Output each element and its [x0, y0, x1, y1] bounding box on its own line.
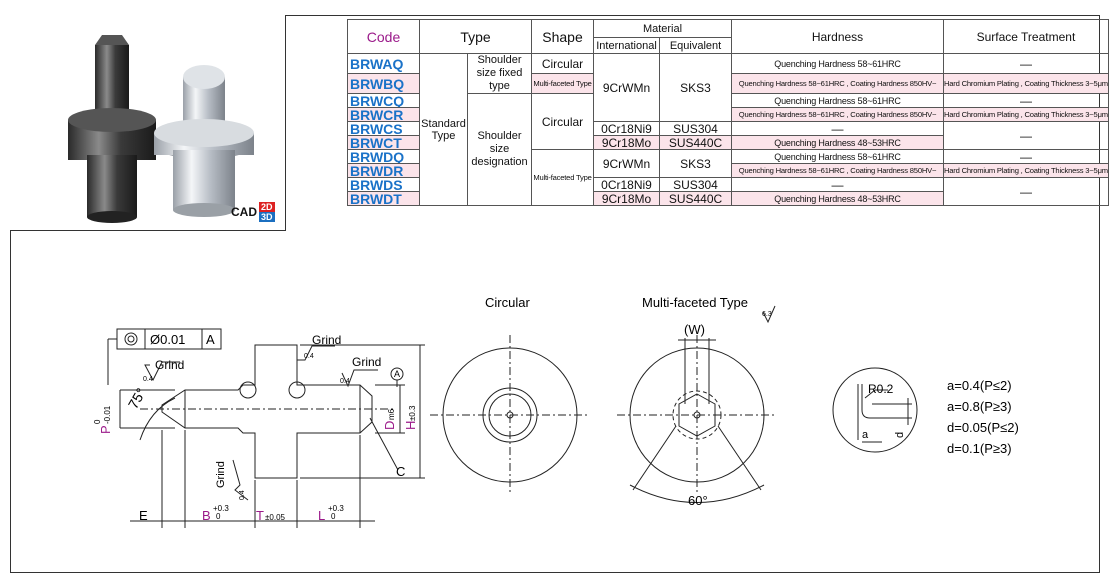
cad-3d-label: 3D	[259, 212, 275, 222]
material-international: 9Cr18Mo	[593, 135, 660, 150]
d-tolerance: m6	[387, 408, 396, 420]
w-dimension: (W)	[684, 322, 705, 337]
code-cell[interactable]: BRWDT	[347, 191, 420, 206]
multi-faceted-end-view	[617, 305, 777, 503]
page-frame	[10, 15, 1100, 573]
roughness-04-4: 0.4	[239, 490, 246, 500]
note-line: d=0.1(P≥3)	[947, 441, 1012, 456]
c-dimension: C	[396, 464, 405, 479]
header-international: International	[593, 37, 660, 54]
code-cell[interactable]: BRWCS	[347, 121, 420, 136]
code-cell[interactable]: BRWBQ	[347, 73, 420, 94]
b-tolerance-top: +0.3	[213, 504, 229, 513]
hardness-cell: Quenching Hardness 48~53HRC	[731, 191, 944, 206]
code-cell[interactable]: BRWCT	[347, 135, 420, 150]
e-dimension: E	[139, 508, 148, 523]
material-international: 9CrWMn	[593, 149, 660, 178]
code-cell[interactable]: BRWDQ	[347, 149, 420, 164]
grind-label-3: Grind	[352, 355, 381, 369]
cad-badge[interactable]: CAD 2D 3D	[231, 202, 275, 222]
p-tolerance-bottom: -0.01	[103, 405, 112, 424]
cad-2d-label: 2D	[259, 202, 275, 212]
detail-r02: R0.2	[868, 382, 894, 396]
material-equivalent: SUS440C	[659, 191, 732, 206]
p-dimension-letter: P	[98, 425, 113, 434]
l-tolerance-top: +0.3	[328, 504, 344, 513]
grind-label-1: Grind	[155, 358, 184, 372]
note-line: a=0.8(P≥3)	[947, 399, 1012, 414]
shape-circular: Circular	[531, 93, 594, 150]
product-photo	[10, 15, 286, 231]
h-tolerance: ±0.3	[408, 405, 417, 421]
surface-cell: —	[943, 121, 1109, 150]
datum-a-symbol: A	[394, 369, 400, 379]
note-line: a=0.4(P≤2)	[947, 378, 1012, 393]
note-line: d=0.05(P≤2)	[947, 420, 1019, 435]
code-cell[interactable]: BRWCQ	[347, 93, 420, 108]
b-tolerance-bottom: 0	[216, 512, 221, 521]
material-international: 9CrWMn	[593, 53, 660, 122]
roughness-6-3: 6.3	[762, 311, 772, 318]
datum-a-frame: A	[206, 332, 215, 347]
material-equivalent: SUS304	[659, 121, 732, 136]
spec-table: Code Type Shape Material Hardness Surfac…	[347, 19, 1109, 206]
side-view-pin	[140, 344, 395, 479]
material-equivalent: SKS3	[659, 53, 732, 122]
shape-multi: Multi-faceted Type	[531, 149, 594, 206]
p-tolerance-top: 0	[93, 419, 102, 424]
angle-75: 75°	[125, 385, 149, 411]
circular-end-view	[430, 335, 590, 495]
header-surface-treatment: Surface Treatment	[943, 19, 1109, 54]
multi-faceted-label: Multi-faceted Type	[642, 295, 748, 310]
t-dimension-letter: T	[256, 508, 264, 523]
t-tolerance: ±0.05	[265, 513, 286, 522]
roughness-04-3: 0.4	[340, 378, 350, 385]
detail-a: a	[862, 429, 869, 441]
tolerance-value: Ø0.01	[150, 332, 185, 347]
type-standard: Standard Type	[419, 53, 468, 206]
code-cell[interactable]: BRWDS	[347, 177, 420, 192]
surface-cell: —	[943, 177, 1109, 206]
dark-pin-image	[68, 35, 156, 223]
d-dimension-letter: D	[382, 421, 397, 430]
material-international: 9Cr18Mo	[593, 191, 660, 206]
roughness-04-2: 0.4	[304, 353, 314, 360]
cad-label: CAD	[231, 205, 257, 219]
h-dimension-letter: H	[403, 421, 418, 430]
l-dimension-letter: L	[318, 508, 325, 523]
roughness-04-1: 0.4	[143, 376, 153, 383]
l-tolerance-bottom: 0	[331, 512, 336, 521]
detail-view	[832, 367, 918, 453]
grind-label-4: Grind	[215, 461, 227, 488]
angle-60: 60°	[688, 493, 708, 508]
b-dimension-letter: B	[202, 508, 211, 523]
header-hardness: Hardness	[731, 19, 944, 54]
grind-label-2: Grind	[312, 333, 341, 347]
material-equivalent: SKS3	[659, 149, 732, 178]
circular-label: Circular	[485, 295, 530, 310]
detail-d: d	[894, 432, 906, 438]
silver-pin-image	[154, 65, 254, 217]
header-material: Material	[593, 19, 732, 38]
